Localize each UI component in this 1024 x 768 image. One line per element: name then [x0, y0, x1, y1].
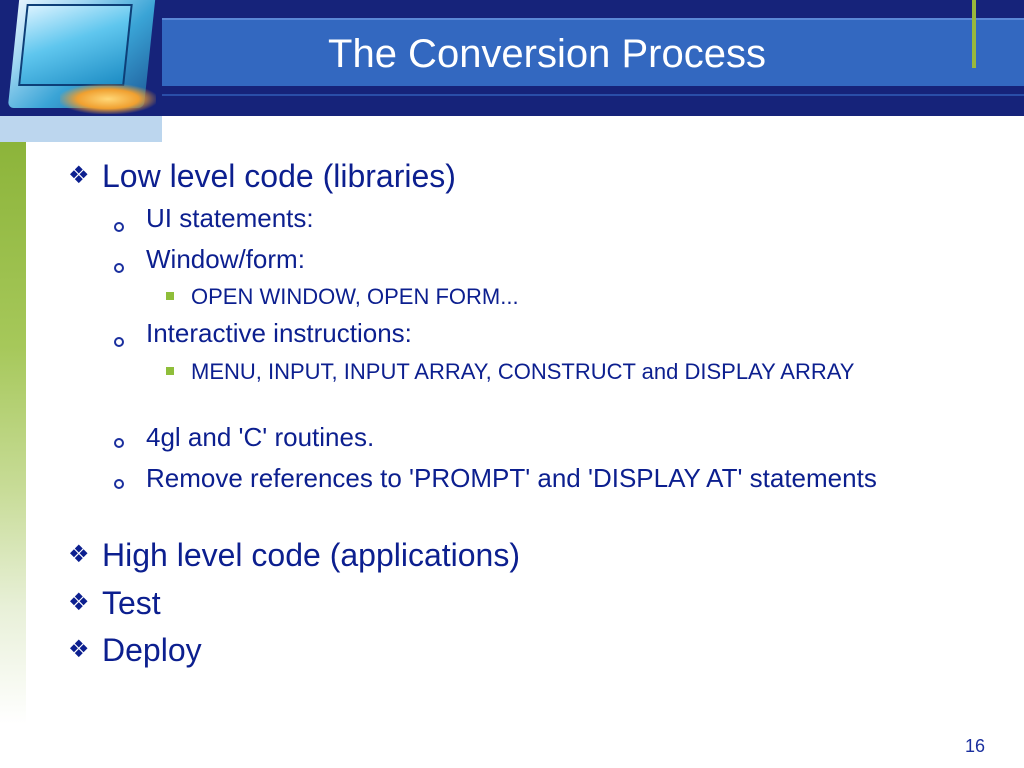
- ring-bullet-icon: [114, 479, 124, 489]
- bullet-level3: MENU, INPUT, INPUT ARRAY, CONSTRUCT and …: [191, 359, 855, 384]
- ring-bullet-icon: [114, 337, 124, 347]
- ring-bullet-icon: [114, 263, 124, 273]
- diamond-bullet-icon: ❖: [68, 636, 90, 663]
- diamond-bullet-icon: ❖: [68, 541, 90, 568]
- diamond-bullet-icon: ❖: [68, 162, 90, 189]
- bullet-level2: Interactive instructions:: [146, 318, 412, 348]
- page-number: 16: [964, 736, 985, 756]
- bullet-level1: Low level code (libraries): [102, 158, 456, 194]
- bullet-level2: UI statements:: [146, 203, 314, 233]
- header-accent-bar: [972, 0, 976, 68]
- square-bullet-icon: [166, 292, 174, 300]
- bullet-level3: OPEN WINDOW, OPEN FORM...: [191, 284, 519, 309]
- diamond-bullet-icon: ❖: [68, 589, 90, 616]
- monitor-logo-image: [0, 0, 162, 116]
- sidebar-light-strip: [0, 116, 162, 142]
- header-rule: [162, 94, 1024, 96]
- bullet-level2: 4gl and 'C' routines.: [146, 422, 375, 452]
- bullet-level1: Deploy: [102, 632, 202, 668]
- ring-bullet-icon: [114, 222, 124, 232]
- monitor-glow: [60, 84, 156, 114]
- bullet-level2: Window/form:: [146, 244, 305, 274]
- bullet-level1: High level code (applications): [102, 537, 520, 573]
- bullet-level1: Test: [102, 585, 161, 621]
- header-title-band: [162, 18, 1024, 86]
- sidebar-green-strip: [0, 142, 26, 724]
- slide-title: The Conversion Process: [328, 32, 766, 76]
- ring-bullet-icon: [114, 438, 124, 448]
- bullet-level2: Remove references to 'PROMPT' and 'DISPL…: [146, 463, 877, 493]
- header-band: [162, 0, 1024, 116]
- square-bullet-icon: [166, 367, 174, 375]
